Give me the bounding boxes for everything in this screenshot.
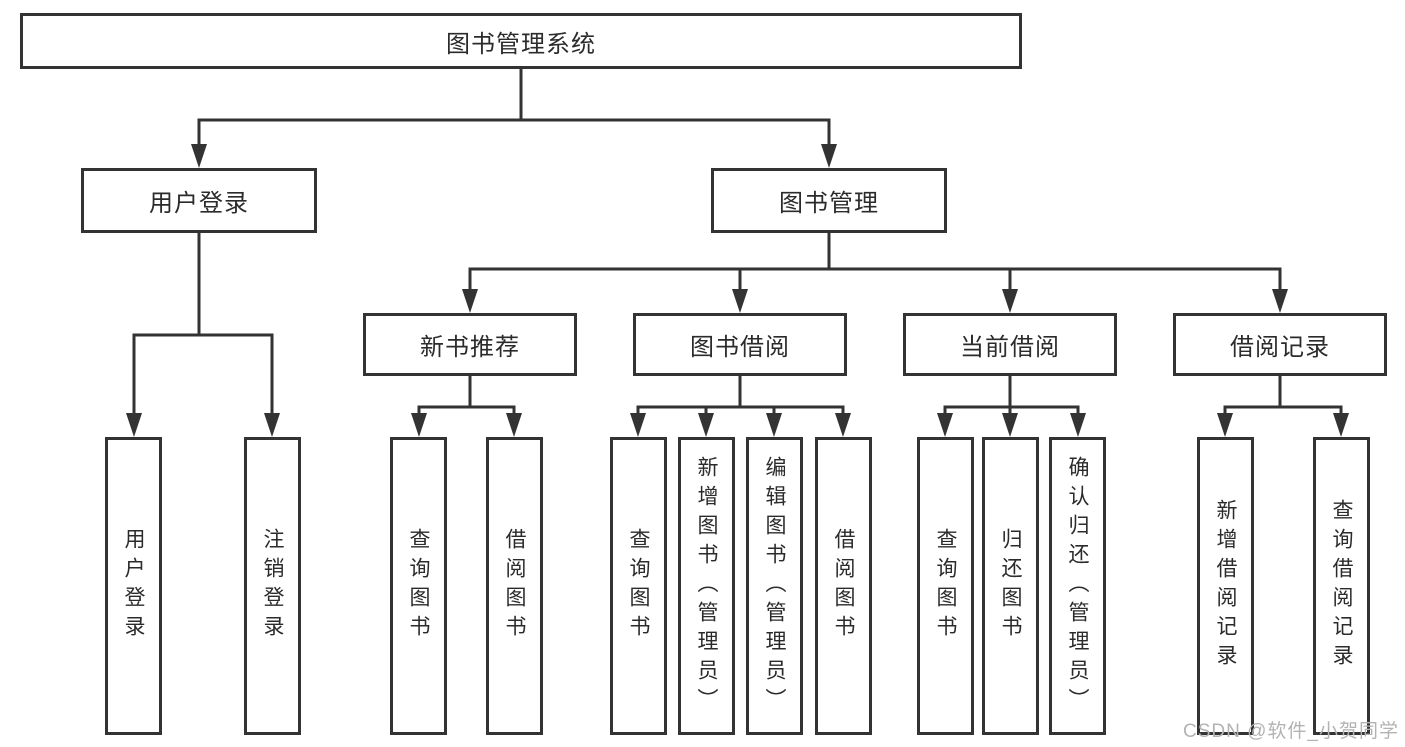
leaf-logout-login: 注销登录 xyxy=(244,437,301,735)
arrowhead-icon xyxy=(732,289,748,313)
arrowhead-icon xyxy=(1217,413,1233,437)
leaf-query-books-borrowing: 查询图书 xyxy=(610,437,667,735)
arrowhead-icon xyxy=(766,413,782,437)
leaf-query-books-current: 查询图书 xyxy=(917,437,974,735)
node-book-management: 图书管理 xyxy=(711,168,947,233)
arrowhead-icon xyxy=(506,413,522,437)
leaf-add-borrow-record: 新增借阅记录 xyxy=(1197,437,1254,735)
node-new-book-recommend: 新书推荐 xyxy=(363,313,577,376)
arrowhead-icon xyxy=(1002,289,1018,313)
leaf-edit-books-admin: 编辑图书（管理员） xyxy=(746,437,803,735)
leaf-add-books-admin: 新增图书（管理员） xyxy=(678,437,735,735)
leaf-user-login: 用户登录 xyxy=(105,437,162,735)
arrowhead-icon xyxy=(191,144,207,168)
leaf-query-borrow-record: 查询借阅记录 xyxy=(1313,437,1370,735)
node-user-login: 用户登录 xyxy=(81,168,317,233)
leaf-return-books: 归还图书 xyxy=(982,437,1039,735)
arrowhead-icon xyxy=(821,144,837,168)
arrowhead-icon xyxy=(1002,413,1018,437)
arrowhead-icon xyxy=(264,413,280,437)
node-current-borrowing: 当前借阅 xyxy=(903,313,1117,376)
arrowhead-icon xyxy=(126,413,142,437)
arrowhead-icon xyxy=(411,413,427,437)
node-book-borrowing: 图书借阅 xyxy=(633,313,847,376)
node-borrowing-records: 借阅记录 xyxy=(1173,313,1387,376)
arrowhead-icon xyxy=(630,413,646,437)
watermark: CSDN @软件_小贺同学 xyxy=(1183,721,1399,742)
leaf-confirm-return-admin: 确认归还（管理员） xyxy=(1049,437,1106,735)
arrowhead-icon xyxy=(698,413,714,437)
leaf-borrow-books-borrowing: 借阅图书 xyxy=(815,437,872,735)
arrowhead-icon xyxy=(1272,289,1288,313)
leaf-borrow-books-recommend: 借阅图书 xyxy=(486,437,543,735)
arrowhead-icon xyxy=(1070,413,1086,437)
node-library-system: 图书管理系统 xyxy=(20,13,1022,69)
arrowhead-icon xyxy=(462,289,478,313)
arrowhead-icon xyxy=(1333,413,1349,437)
arrowhead-icon xyxy=(835,413,851,437)
arrowhead-icon xyxy=(937,413,953,437)
leaf-query-books-recommend: 查询图书 xyxy=(390,437,447,735)
